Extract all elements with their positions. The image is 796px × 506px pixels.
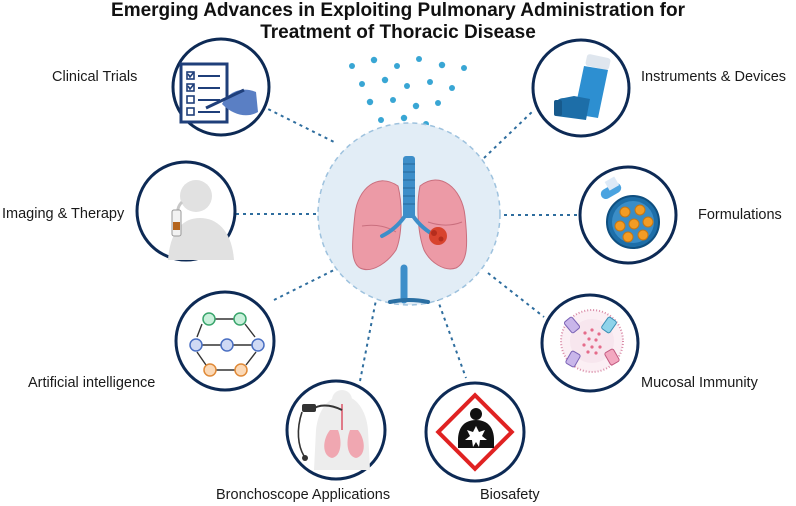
title-line-2: Treatment of Thoracic Disease bbox=[260, 22, 536, 43]
node-mucosal-immunity bbox=[540, 293, 640, 393]
connector-clinical-trials bbox=[261, 105, 335, 143]
center-lung-illustration bbox=[317, 122, 501, 306]
nanoparticle-capsule-icon bbox=[600, 176, 660, 249]
label-artificial-intelligence: Artificial intelligence bbox=[28, 375, 156, 391]
network-graph-icon bbox=[189, 312, 265, 377]
bronchoscope-icon bbox=[297, 390, 370, 470]
tumor bbox=[429, 227, 447, 245]
label-instruments-devices: Instruments & Devices bbox=[641, 69, 787, 85]
hand-pen-icon bbox=[205, 88, 258, 116]
label-formulations: Formulations bbox=[698, 207, 782, 223]
title-line-1: Emerging Advances in Exploiting Pulmonar… bbox=[111, 0, 685, 21]
node-instruments-devices bbox=[531, 38, 631, 138]
health-hazard-icon bbox=[435, 392, 515, 472]
label-clinical-trials: Clinical Trials bbox=[52, 69, 138, 85]
patient-inhaler-icon bbox=[168, 180, 234, 260]
connector-artificial-intelligence bbox=[273, 269, 335, 301]
connector-bronchoscope bbox=[359, 299, 377, 382]
inhaler-icon bbox=[554, 54, 611, 120]
label-bronchoscope-applications: Bronchoscope Applications bbox=[216, 487, 391, 503]
label-biosafety: Biosafety bbox=[480, 487, 540, 503]
connector-mucosal-immunity bbox=[487, 272, 545, 318]
node-formulations bbox=[578, 165, 678, 265]
node-bronchoscope-applications bbox=[285, 379, 387, 481]
connector-lines bbox=[236, 105, 583, 382]
node-imaging-therapy bbox=[135, 160, 237, 262]
label-mucosal-immunity: Mucosal Immunity bbox=[641, 375, 758, 391]
node-artificial-intelligence bbox=[174, 290, 276, 392]
clipboard-checklist-icon bbox=[179, 62, 229, 124]
diagram-title: Emerging Advances in Exploiting Pulmonar… bbox=[0, 0, 796, 44]
node-biosafety bbox=[424, 381, 526, 483]
immune-cell-icon bbox=[560, 309, 624, 373]
label-imaging-therapy: Imaging & Therapy bbox=[2, 206, 125, 222]
connector-instruments bbox=[483, 109, 535, 159]
trachea bbox=[403, 156, 415, 218]
connector-biosafety bbox=[436, 297, 467, 379]
node-clinical-trials bbox=[171, 37, 271, 137]
